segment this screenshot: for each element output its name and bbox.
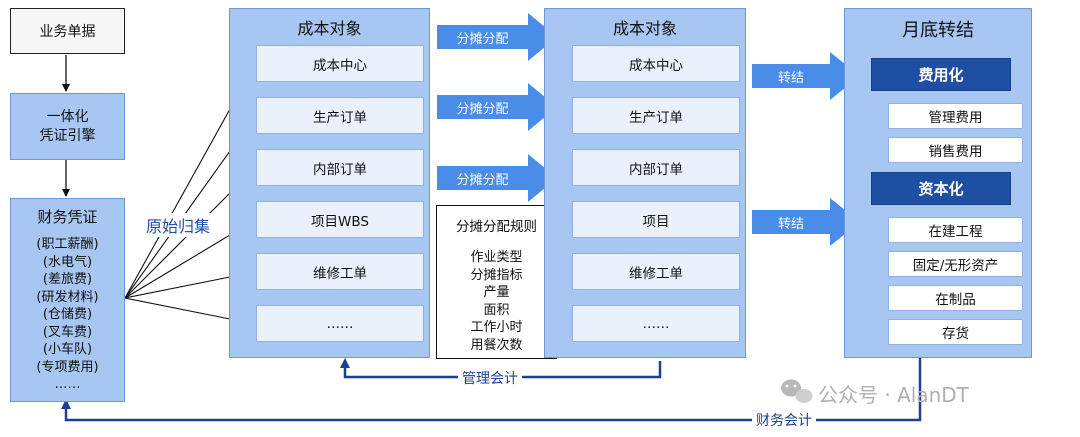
expense-item: 管理费用 — [888, 103, 1023, 129]
cost-object-item-1: 生产订单 — [256, 97, 424, 134]
original-collection-label: 原始归集 — [144, 213, 213, 237]
financial-voucher-box: 财务凭证 (职工薪酬) (水电气) (差旅费) (研发材料) (仓储费) (叉车… — [10, 198, 125, 402]
month-end-title: 月底转结 — [902, 20, 974, 41]
voucher-item: (专项费用) — [36, 359, 99, 375]
capital-header: 资本化 — [871, 172, 1011, 205]
allocation-arrow-label: 分摊分配 — [456, 101, 509, 117]
rule-item: 产量 — [483, 285, 510, 300]
expense-item: 销售费用 — [888, 137, 1023, 163]
voucher-item: (小车队) — [42, 342, 93, 357]
cost-object-item-2: 生产订单 — [572, 97, 740, 134]
transfer-arrow-label: 转结 — [777, 70, 804, 86]
cost-object-item-2: …… — [572, 305, 740, 342]
allocation-arrow-label: 分摊分配 — [456, 172, 509, 188]
allocation-rules-title: 分摊分配规则 — [456, 219, 537, 235]
voucher-engine-box: 一体化 凭证引擎 — [10, 93, 125, 160]
cost-object-item-1: 维修工单 — [256, 253, 424, 290]
allocation-arrow-shapes — [437, 13, 557, 202]
cost-object-item-2: 内部订单 — [572, 149, 740, 186]
transfer-arrow-shapes — [752, 52, 860, 246]
voucher-item: (仓储费) — [42, 307, 93, 322]
capital-item: 在制品 — [888, 285, 1023, 311]
wechat-icon — [781, 379, 813, 403]
financial-accounting-label: 财务会计 — [752, 410, 816, 430]
capital-item: 存货 — [888, 319, 1023, 345]
rule-item: 面积 — [483, 302, 510, 318]
rule-item: 作业类型 — [470, 250, 523, 265]
engine-line-1: 一体化 — [46, 108, 89, 125]
allocation-arrow-label: 分摊分配 — [456, 31, 509, 47]
voucher-item: (水电气) — [42, 254, 93, 270]
financial-voucher-title: 财务凭证 — [37, 208, 98, 226]
financial-loop-line — [61, 358, 922, 422]
capital-item: 固定/无形资产 — [888, 251, 1023, 277]
voucher-item: (研发材料) — [36, 289, 99, 305]
cost-objects-title-1: 成本对象 — [297, 19, 362, 38]
cost-objects-title-2: 成本对象 — [612, 19, 677, 38]
expense-header: 费用化 — [871, 58, 1011, 91]
cost-object-item-2: 成本中心 — [572, 45, 740, 82]
voucher-item: (叉车费) — [42, 324, 93, 340]
cost-object-item-1: 内部订单 — [256, 149, 424, 186]
watermark-text: 公众号 · AlanDT — [818, 383, 969, 407]
cost-object-item-1: 项目WBS — [256, 201, 424, 238]
capital-item: 在建工程 — [888, 217, 1023, 243]
voucher-item: (差旅费) — [42, 272, 93, 287]
cost-object-item-2: 维修工单 — [572, 253, 740, 290]
allocation-rules-box: 分摊分配规则 作业类型 分摊指标 产量 面积 工作小时 用餐次数 — [436, 205, 557, 359]
transfer-arrow-label: 转结 — [777, 216, 804, 232]
cost-object-item-2: 项目 — [572, 201, 740, 238]
cost-object-item-1: 成本中心 — [256, 45, 424, 82]
business-documents-label: 业务单据 — [39, 24, 96, 40]
rule-item: 分摊指标 — [470, 267, 523, 283]
management-accounting-label: 管理会计 — [458, 368, 522, 388]
voucher-item: …… — [54, 377, 81, 392]
cost-object-item-1: …… — [256, 305, 424, 342]
voucher-item: (职工薪酬) — [36, 237, 99, 252]
rule-item: 工作小时 — [470, 320, 523, 335]
engine-line-2: 凭证引擎 — [39, 127, 96, 144]
rule-item: 用餐次数 — [470, 337, 523, 353]
business-documents-box: 业务单据 — [10, 8, 125, 54]
